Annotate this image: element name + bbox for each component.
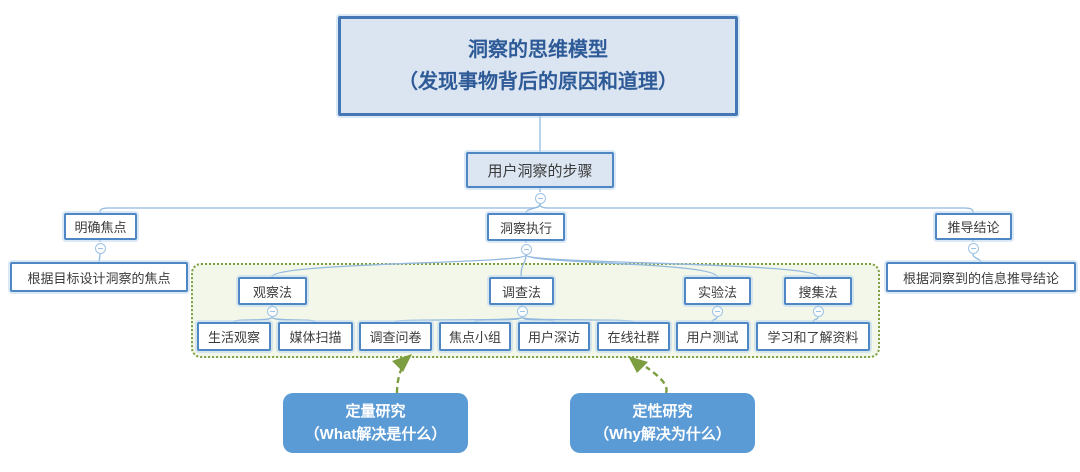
collapse-toggle-observe[interactable] bbox=[267, 306, 278, 317]
node-leaf-questionnaire[interactable]: 调查问卷 bbox=[359, 322, 432, 351]
conclude-detail-label: 根据洞察到的信息推导结论 bbox=[902, 270, 1059, 286]
leaf-label: 调查问卷 bbox=[369, 330, 422, 345]
node-leaf-focus-group[interactable]: 焦点小组 bbox=[439, 322, 511, 351]
node-leaf-online-community[interactable]: 在线社群 bbox=[597, 322, 670, 351]
node-branch-execute[interactable]: 洞察执行 bbox=[487, 213, 565, 241]
annotation-qualitative[interactable]: 定性研究 （Why解决为什么） bbox=[570, 393, 755, 453]
method-survey-label: 调查法 bbox=[501, 284, 541, 300]
node-branch-conclude[interactable]: 推导结论 bbox=[935, 213, 1012, 240]
minus-icon bbox=[98, 248, 103, 249]
node-conclude-detail[interactable]: 根据洞察到的信息推导结论 bbox=[886, 262, 1076, 292]
node-leaf-media-scan[interactable]: 媒体扫描 bbox=[278, 322, 353, 351]
annotation-quantitative[interactable]: 定量研究 （What解决是什么） bbox=[283, 393, 468, 453]
collapse-toggle-conclude[interactable] bbox=[968, 243, 979, 254]
collapse-toggle-collect[interactable] bbox=[813, 306, 824, 317]
node-method-observe[interactable]: 观察法 bbox=[238, 277, 307, 305]
node-leaf-user-testing[interactable]: 用户测试 bbox=[676, 322, 749, 351]
qualitative-line1: 定性研究 bbox=[632, 402, 693, 420]
leaf-label: 生活观察 bbox=[207, 330, 260, 345]
node-leaf-life-observation[interactable]: 生活观察 bbox=[197, 322, 271, 351]
node-root[interactable]: 洞察的思维模型 （发现事物背后的原因和道理） bbox=[338, 16, 738, 116]
branch-conclude-label: 推导结论 bbox=[947, 220, 1000, 235]
branch-focus-label: 明确焦点 bbox=[74, 220, 127, 235]
minus-icon bbox=[538, 198, 543, 199]
minus-icon bbox=[524, 249, 529, 250]
collapse-toggle-execute[interactable] bbox=[521, 244, 532, 255]
leaf-label: 用户测试 bbox=[686, 330, 739, 345]
method-observe-label: 观察法 bbox=[252, 284, 292, 300]
minus-icon bbox=[816, 311, 821, 312]
method-experiment-label: 实验法 bbox=[697, 284, 737, 300]
minus-icon bbox=[715, 311, 720, 312]
node-steps[interactable]: 用户洞察的步骤 bbox=[466, 152, 614, 188]
steps-label: 用户洞察的步骤 bbox=[487, 162, 593, 180]
method-collect-label: 搜集法 bbox=[798, 284, 838, 300]
minus-icon bbox=[270, 311, 275, 312]
focus-detail-label: 根据目标设计洞察的焦点 bbox=[27, 270, 171, 286]
node-focus-detail[interactable]: 根据目标设计洞察的焦点 bbox=[10, 262, 188, 292]
minus-icon bbox=[520, 311, 525, 312]
minus-icon bbox=[971, 248, 976, 249]
root-title-line1: 洞察的思维模型 bbox=[468, 39, 608, 61]
node-leaf-deep-interview[interactable]: 用户深访 bbox=[518, 322, 590, 351]
quantitative-arrow bbox=[392, 354, 412, 394]
branch-execute-label: 洞察执行 bbox=[499, 220, 552, 236]
leaf-label: 媒体扫描 bbox=[289, 330, 342, 345]
collapse-toggle-focus[interactable] bbox=[95, 243, 106, 254]
root-title-line2: （发现事物背后的原因和道理） bbox=[398, 71, 678, 93]
leaf-label: 学习和了解资料 bbox=[767, 330, 859, 345]
collapse-toggle-survey[interactable] bbox=[517, 306, 528, 317]
quantitative-line1: 定量研究 bbox=[345, 402, 406, 420]
qualitative-arrow bbox=[628, 356, 668, 394]
quantitative-line2: （What解决是什么） bbox=[304, 426, 447, 443]
tree-connectors bbox=[98, 116, 982, 323]
leaf-label: 焦点小组 bbox=[448, 330, 501, 345]
leaf-label: 在线社群 bbox=[607, 330, 660, 345]
node-method-experiment[interactable]: 实验法 bbox=[684, 277, 751, 305]
collapse-toggle-experiment[interactable] bbox=[712, 306, 723, 317]
node-branch-focus[interactable]: 明确焦点 bbox=[64, 213, 137, 240]
qualitative-line2: （Why解决为什么） bbox=[594, 426, 731, 443]
node-leaf-learn-materials[interactable]: 学习和了解资料 bbox=[756, 322, 870, 351]
leaf-label: 用户深访 bbox=[527, 330, 580, 345]
collapse-toggle-steps[interactable] bbox=[535, 193, 546, 204]
node-method-survey[interactable]: 调查法 bbox=[489, 277, 554, 305]
node-method-collect[interactable]: 搜集法 bbox=[784, 277, 852, 305]
